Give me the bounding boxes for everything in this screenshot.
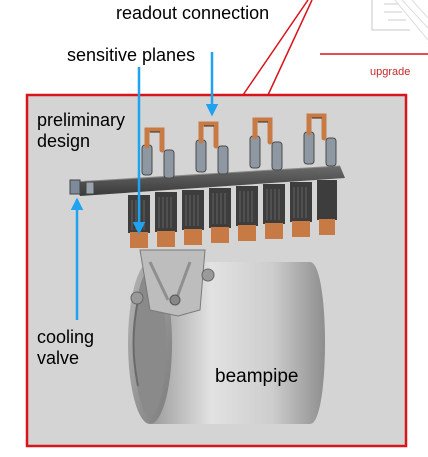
cooling-valve-label: cooling valve [37,327,94,369]
sensitive-planes-label: sensitive planes [67,45,196,65]
annotation-arrows [70,52,219,320]
readout-connectors [141,113,337,179]
cooling-line-1: cooling [37,327,95,347]
beampipe-label: beampipe [215,366,299,387]
support-bracket [130,249,215,317]
cooling-line-2: valve [37,348,80,368]
upgrade-inset [320,0,428,58]
upgrade-label: upgrade [370,66,411,78]
preliminary-line-1: preliminary [37,110,126,130]
preliminary-design-label: preliminary design [37,110,125,152]
zoom-line-left [242,0,309,96]
cooling-bar [69,165,345,196]
zoom-line-right [267,0,313,96]
readout-connection-label: readout connection [116,3,270,23]
preliminary-line-2: design [37,131,91,151]
